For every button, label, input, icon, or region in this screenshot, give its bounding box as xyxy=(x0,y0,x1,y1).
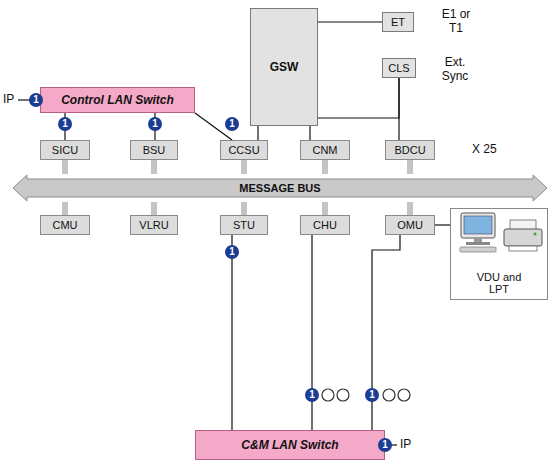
signal-label: IP xyxy=(3,93,14,107)
unit-box: CHU xyxy=(300,215,350,235)
unit-box: BSU xyxy=(130,140,178,160)
signal-label: X 25 xyxy=(472,143,497,157)
callout-number: 1 xyxy=(148,117,162,131)
signal-label: Ext. Sync xyxy=(438,56,472,84)
port-symbol xyxy=(322,389,334,401)
connector-line xyxy=(372,235,400,430)
callout-number: 1 xyxy=(225,117,239,131)
unit-box: STU xyxy=(220,215,268,235)
terminal-box: VDU and LPT xyxy=(450,208,548,300)
switch-box: GSW xyxy=(250,8,318,126)
bus-link xyxy=(62,202,68,215)
connector-line xyxy=(318,21,382,22)
node-label: CMU xyxy=(52,219,77,231)
connector-line xyxy=(231,235,232,430)
node-label: OMU xyxy=(397,219,423,231)
node-label: Control LAN Switch xyxy=(61,93,174,107)
node-label: MESSAGE BUS xyxy=(239,182,320,194)
connector-line xyxy=(435,224,450,225)
node-label: STU xyxy=(233,219,255,231)
unit-box: CLS xyxy=(382,58,416,78)
connector-line xyxy=(318,78,399,118)
node-label: BSU xyxy=(143,144,166,156)
node-label: CCSU xyxy=(228,144,259,156)
bus-link xyxy=(62,160,68,174)
bus-link xyxy=(407,202,413,215)
callout-number: 1 xyxy=(378,438,392,452)
bus-link xyxy=(322,202,328,215)
bus-link xyxy=(241,160,247,174)
unit-box: CMU xyxy=(40,215,90,235)
node-label: VDU and LPT xyxy=(470,271,528,295)
bus-link xyxy=(151,160,157,174)
connector-line xyxy=(257,126,258,140)
lan-switch: Control LAN Switch xyxy=(40,87,195,113)
callout-number: 1 xyxy=(225,245,239,259)
bus-link xyxy=(407,160,413,174)
node-label: VLRU xyxy=(139,219,168,231)
lan-switch: C&M LAN Switch xyxy=(195,430,385,460)
unit-box: BDCU xyxy=(385,140,435,160)
node-label: CLS xyxy=(388,62,409,74)
callout-number: 1 xyxy=(305,388,319,402)
port-symbol xyxy=(383,389,395,401)
signal-label: IP xyxy=(400,438,411,452)
node-label: CNM xyxy=(312,144,337,156)
unit-box: CNM xyxy=(300,140,350,160)
unit-box: CCSU xyxy=(220,140,268,160)
callout-number: 1 xyxy=(58,117,72,131)
node-label: GSW xyxy=(270,60,299,74)
unit-box: OMU xyxy=(385,215,435,235)
port-symbol xyxy=(398,389,410,401)
bus-link xyxy=(322,160,328,174)
signal-label: E1 or T1 xyxy=(438,8,474,36)
callout-number: 1 xyxy=(29,93,43,107)
unit-box: ET xyxy=(382,12,414,32)
unit-box: SICU xyxy=(40,140,90,160)
connector-line xyxy=(398,78,399,140)
bus-link xyxy=(241,202,247,215)
unit-box: VLRU xyxy=(130,215,178,235)
node-label: BDCU xyxy=(394,144,425,156)
callout-number: 1 xyxy=(365,388,379,402)
printer-icon xyxy=(504,220,542,251)
node-label: C&M LAN Switch xyxy=(241,438,338,452)
node-label: ET xyxy=(391,16,405,28)
port-symbol xyxy=(337,389,349,401)
node-label: CHU xyxy=(313,219,337,231)
message-bus: MESSAGE BUS xyxy=(12,174,548,202)
connector-line xyxy=(309,126,310,140)
node-label: SICU xyxy=(52,144,78,156)
bus-link xyxy=(151,202,157,215)
terminal-icon xyxy=(460,213,496,252)
